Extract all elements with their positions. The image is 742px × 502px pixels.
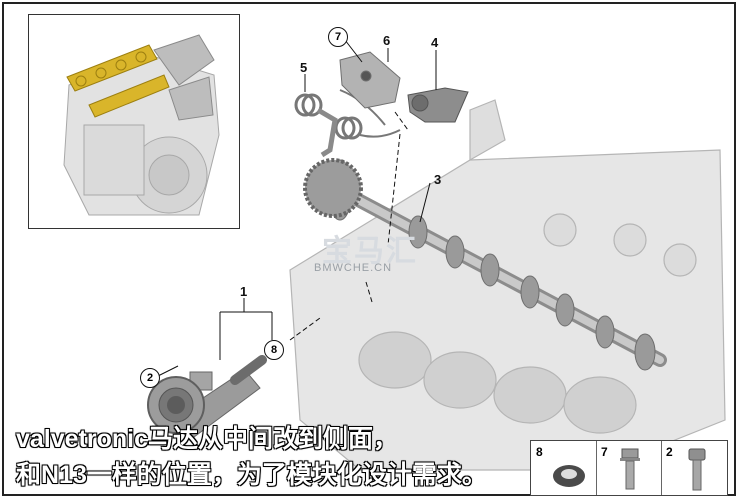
caption-line-1: valvetronic马达从中间改到侧面， bbox=[16, 425, 399, 453]
valvetronic-motor bbox=[147, 355, 267, 441]
callout-2: 2 bbox=[140, 368, 160, 388]
seal-ring-icon bbox=[553, 465, 585, 487]
small-parts-legend: 8 7 2 bbox=[530, 440, 728, 496]
torsion-spring bbox=[294, 89, 401, 158]
leader-lines bbox=[157, 39, 437, 377]
callout-4: 4 bbox=[431, 35, 439, 50]
cylinder-head bbox=[289, 99, 726, 471]
legend-label-2: 2 bbox=[666, 445, 673, 459]
flange-bolt-icon bbox=[620, 448, 640, 490]
callout-6: 6 bbox=[383, 33, 391, 48]
engine-overview-drawing bbox=[63, 34, 220, 216]
assembly-dash-lines bbox=[289, 111, 409, 341]
guide-block bbox=[339, 51, 401, 109]
caption-line-2: 和N13一样的位置，为了模块化设计需求。 bbox=[16, 461, 487, 489]
image-frame bbox=[2, 2, 736, 496]
legend-label-7: 7 bbox=[601, 445, 608, 459]
socket-screw-icon bbox=[688, 448, 706, 491]
highlighted-camshaft-area bbox=[66, 44, 170, 118]
callout-8: 8 bbox=[264, 340, 284, 360]
callout-1: 1 bbox=[240, 284, 248, 299]
callout-3: 3 bbox=[434, 172, 442, 187]
watermark-text: BMWCHE.CN bbox=[314, 262, 393, 274]
watermark-logo: 宝马汇 bbox=[322, 235, 418, 268]
callout-5: 5 bbox=[300, 60, 308, 75]
gear bbox=[303, 158, 363, 218]
legend-label-8: 8 bbox=[536, 445, 543, 459]
legend-cell-7: 7 bbox=[596, 441, 662, 495]
legend-cell-2: 2 bbox=[661, 441, 727, 495]
engine-overview-inset bbox=[28, 14, 240, 229]
legend-cell-8: 8 bbox=[531, 441, 597, 495]
intermediate-lever bbox=[407, 87, 469, 123]
callout-7: 7 bbox=[328, 27, 348, 47]
